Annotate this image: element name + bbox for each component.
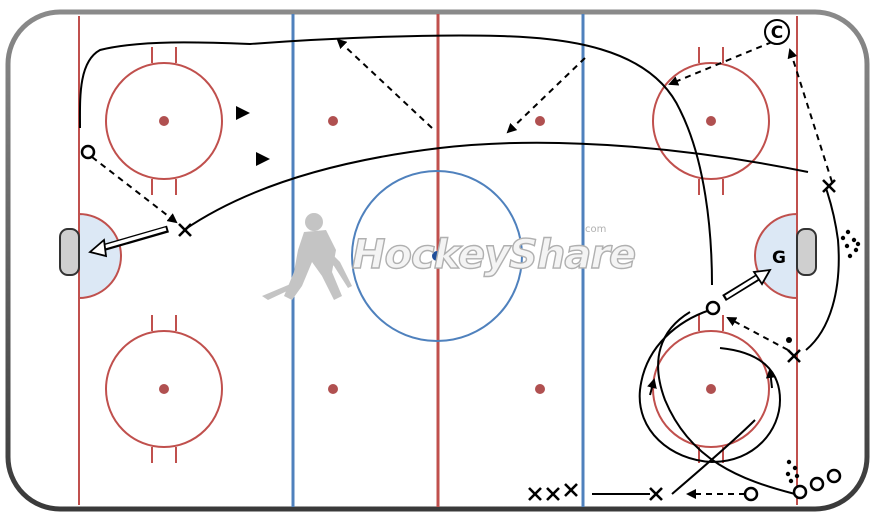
puck-icon-2 — [256, 152, 270, 166]
pass-left-corner — [91, 156, 178, 224]
skate-path-top — [78, 34, 713, 286]
goal-crease-left — [78, 212, 122, 300]
puck-icon — [236, 106, 250, 120]
center-faceoff-dot — [432, 251, 442, 261]
player-o-right-low-slot — [705, 300, 721, 316]
watermark-mark: com — [585, 224, 606, 235]
goalie-icon: G — [772, 248, 786, 268]
player-x-left — [178, 223, 192, 237]
skate-path-bottom-cross — [671, 419, 756, 495]
coach-icon: C — [764, 19, 790, 45]
skate-path-middle — [183, 141, 809, 231]
skate-path-loop-arrow-left — [647, 378, 657, 396]
skate-path-bottom-cross-2 — [657, 311, 796, 495]
puck-dot — [786, 337, 792, 343]
neutral-dot-bottom-left — [328, 384, 338, 394]
skate-path-loop-arrow-right — [765, 368, 776, 389]
player-silhouette-icon — [262, 213, 352, 300]
shot-arrow-right — [722, 268, 772, 301]
goal-net-right — [796, 228, 817, 276]
player-o-left — [80, 144, 96, 160]
goalie-label: G — [772, 248, 786, 268]
neutral-dot-top-left — [328, 116, 338, 126]
neutral-dot-top-right — [535, 116, 545, 126]
pass-coach-to-circle — [668, 41, 773, 86]
hockeyshare-watermark: HockeyShare com — [262, 213, 637, 300]
goal-net-left — [59, 228, 80, 276]
coach-label: C — [771, 23, 783, 43]
player-x-bottom — [649, 487, 663, 501]
shot-arrow-left — [88, 225, 169, 258]
faceoff-circle-top-left — [105, 47, 223, 195]
puck-pile-right-net — [840, 229, 861, 259]
neutral-dot-bottom-right — [535, 384, 545, 394]
center-faceoff-circle — [351, 170, 523, 342]
watermark-text: HockeyShare — [352, 232, 635, 278]
faceoff-circle-top-right — [652, 47, 770, 195]
player-x-line — [528, 483, 578, 501]
skate-path-loop — [638, 309, 782, 464]
player-o-line — [792, 468, 842, 500]
pass-neutral-down — [506, 57, 586, 134]
player-o-bottom — [743, 486, 759, 502]
player-x-right-circle — [787, 349, 801, 363]
faceoff-circle-bottom-left — [105, 315, 223, 463]
player-x-right-wing — [822, 179, 836, 193]
puck-pile-bottom-right — [785, 459, 800, 484]
pass-right-wing-up — [787, 48, 833, 183]
pass-x-to-o — [726, 317, 789, 351]
skate-path-right-board — [805, 187, 840, 351]
